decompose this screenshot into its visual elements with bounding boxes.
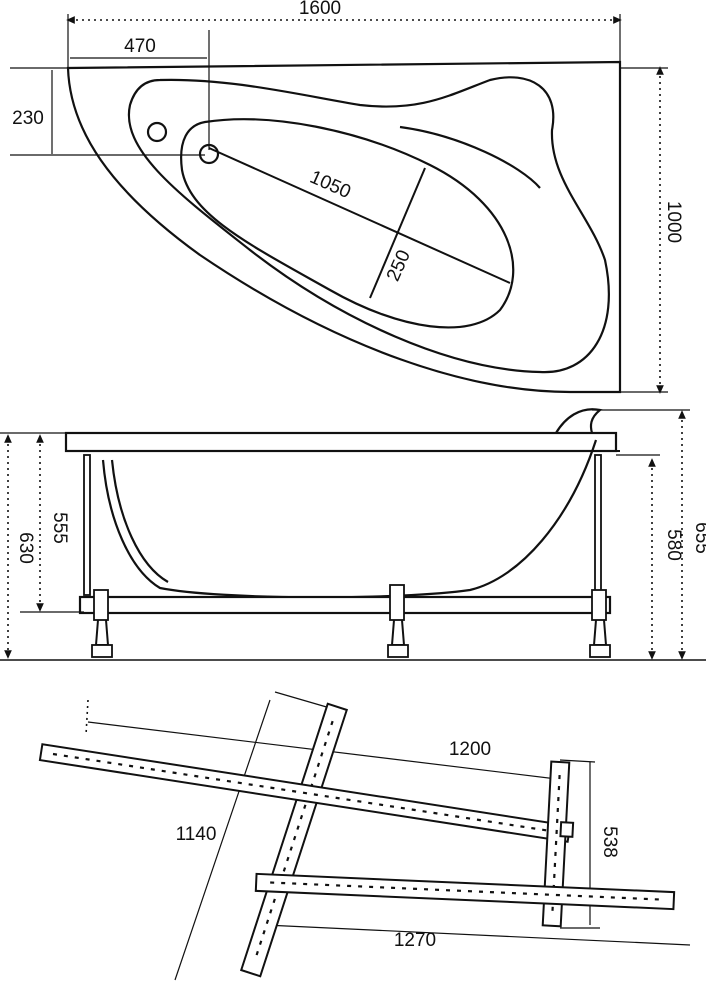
dim-655: 655 [691, 522, 706, 554]
dim-1000: 1000 [663, 201, 684, 243]
right-support [594, 454, 602, 596]
tub-body-profile [101, 439, 598, 599]
dim-538: 538 [599, 826, 620, 858]
dim-1600: 1600 [299, 0, 341, 19]
dim-1050: 1050 [307, 167, 354, 203]
dim-555: 555 [49, 512, 70, 544]
left-support [83, 454, 91, 596]
rim-contour [127, 76, 610, 374]
frame-bar-1140 [239, 702, 349, 978]
tub-outline [66, 60, 622, 394]
overflow-hole [146, 121, 168, 143]
tub-rim [64, 431, 618, 453]
dim-250: 250 [383, 247, 415, 285]
dim-1200: 1200 [449, 739, 491, 760]
dim-630: 630 [15, 532, 36, 564]
middle-foot [387, 584, 409, 658]
frame-bar-538 [541, 760, 575, 928]
right-foot [589, 589, 611, 658]
bowl-contour [180, 118, 515, 329]
dim-1140: 1140 [176, 824, 217, 845]
dim-470: 470 [124, 36, 156, 57]
headrest-line [399, 125, 541, 189]
dim-230: 230 [12, 108, 44, 129]
side-view: 630 555 580 655 [0, 408, 706, 661]
top-view: 1600 470 230 1000 1050 250 [10, 0, 684, 394]
frame-view: 1200 1140 538 1270 [38, 691, 691, 981]
dim-1270: 1270 [394, 930, 436, 951]
dim-580: 580 [663, 529, 684, 561]
left-foot [91, 589, 113, 658]
base-frame [78, 595, 612, 615]
headrest [555, 408, 603, 434]
frame-bar-1270 [254, 872, 676, 911]
